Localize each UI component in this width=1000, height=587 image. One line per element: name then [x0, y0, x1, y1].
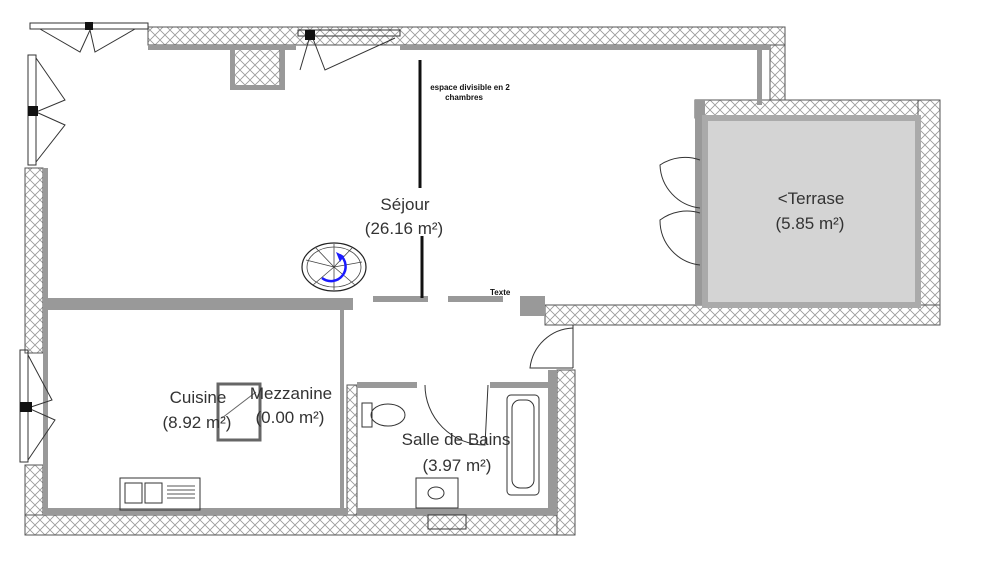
terrace — [659, 115, 921, 308]
divider-note: espace divisible en 2 — [430, 83, 510, 92]
bathtub — [506, 394, 540, 496]
kitchen-sink — [119, 477, 201, 511]
bathroom-door — [424, 384, 489, 446]
room-name-kitchen: Cuisine — [170, 388, 227, 407]
text-marker: Texte — [490, 288, 511, 297]
spiral-staircase — [301, 242, 367, 292]
room-name-bathroom: Salle de Bains — [402, 430, 511, 449]
room-area-kitchen: (8.92 m²) — [163, 413, 232, 432]
washbasin — [415, 477, 459, 509]
toilet — [361, 402, 406, 428]
windows — [19, 22, 467, 530]
room-area-terrace: (5.85 m²) — [776, 214, 845, 233]
room-area-mezzanine: (0.00 m²) — [256, 408, 325, 427]
divider-note-2: chambres — [445, 93, 483, 102]
room-area-sejour: (26.16 m²) — [365, 219, 443, 238]
exterior-walls — [24, 26, 941, 536]
room-name-sejour: Séjour — [380, 195, 429, 214]
room-area-bathroom: (3.97 m²) — [423, 456, 492, 475]
entry-door — [529, 325, 574, 369]
room-name-terrace: <Terrase — [778, 189, 845, 208]
room-name-mezzanine: Mezzanine — [250, 384, 332, 403]
interior-walls — [43, 45, 770, 515]
mezzanine-opening — [216, 382, 262, 442]
